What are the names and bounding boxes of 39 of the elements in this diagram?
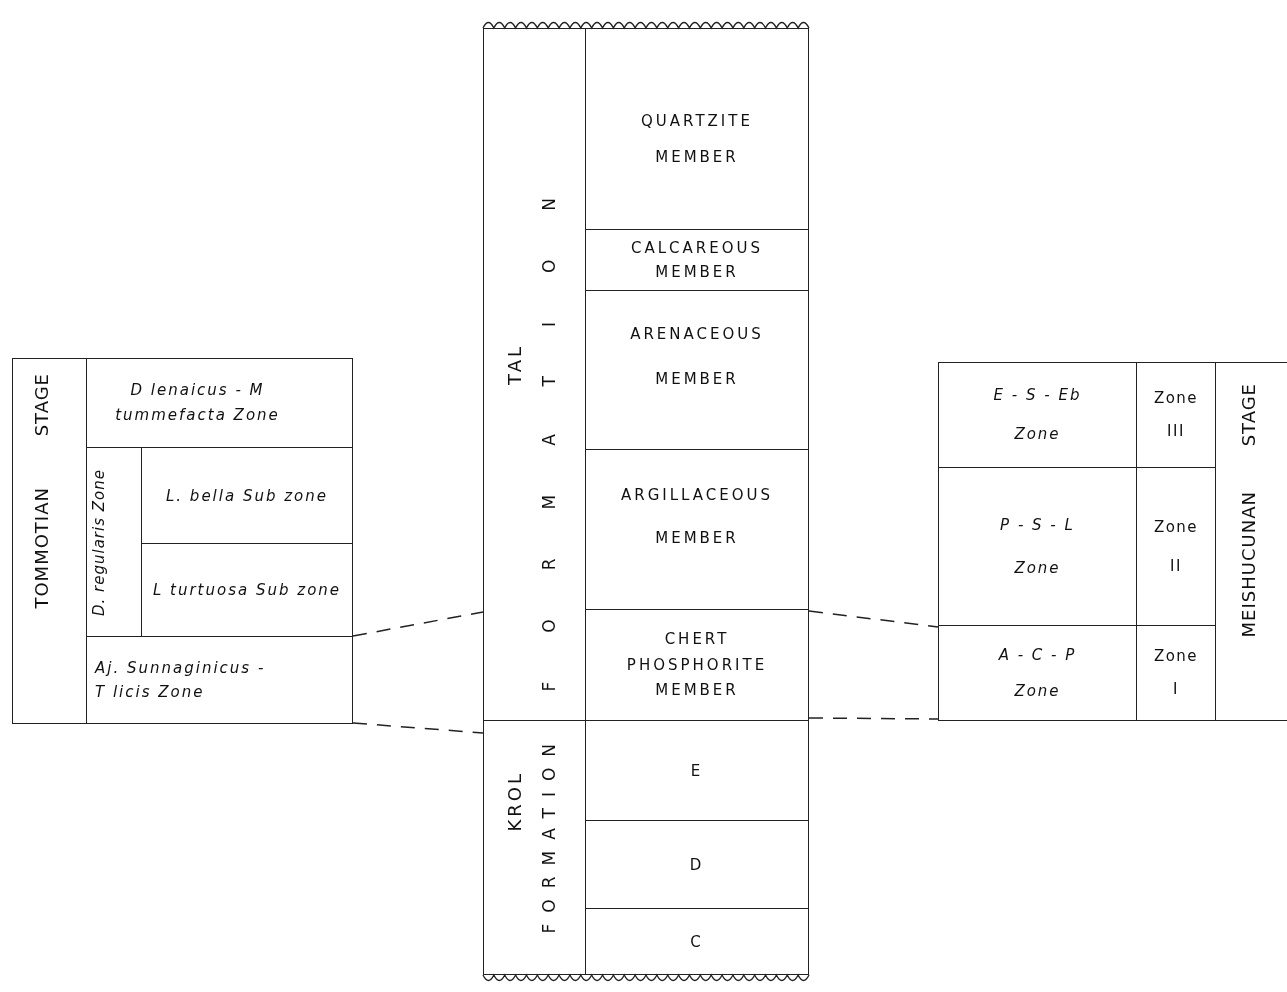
vertical-label: FORMATION	[539, 733, 559, 934]
cell-label: E - S - Eb Zone	[992, 385, 1083, 445]
cell-label: P - S - L Zone	[999, 514, 1076, 579]
cell-label: ARGILLACEOUS MEMBER	[619, 484, 774, 549]
cell-label: E	[689, 760, 705, 782]
correlation-line	[808, 610, 939, 628]
correlation-line	[352, 722, 484, 734]
zone-cell	[86, 636, 353, 724]
cell-label: Zone II	[1152, 516, 1200, 577]
zone-cell	[585, 908, 809, 975]
correlation-line	[808, 717, 939, 720]
zone-cell	[938, 625, 1137, 721]
cell-label: ARENACEOUS MEMBER	[629, 324, 765, 391]
cell-label: D	[688, 854, 706, 876]
formation-band	[483, 720, 586, 975]
stage-band	[1215, 362, 1287, 721]
formation-band	[483, 28, 586, 721]
correlation-line	[352, 611, 484, 637]
cell-label: QUARTZITE MEMBER	[640, 111, 754, 168]
cell-label: Zone I	[1152, 646, 1200, 700]
cell-label: CHERT PHOSPHORITE MEMBER	[625, 628, 769, 701]
zone-cell	[585, 28, 809, 230]
cell-label: L. bella Sub zone	[164, 485, 329, 506]
cell-label: L turtuosa Sub zone	[151, 579, 343, 601]
cell-label: Aj. Sunnaginicus -T licis Zone	[93, 658, 267, 703]
cell-label: A - C - P Zone	[997, 645, 1078, 702]
cell-label: C	[689, 931, 705, 953]
vertical-label: D. regularis Zone	[91, 468, 108, 618]
cell-label: Zone III	[1152, 388, 1200, 442]
vertical-label: TAL	[504, 344, 525, 385]
cell-label: D lenaicus - M tummefacta Zone	[114, 380, 281, 426]
zone-cell	[938, 362, 1137, 468]
vertical-label: FORMATION	[539, 149, 559, 692]
cell-label: CALCAREOUS MEMBER	[629, 238, 764, 283]
stage-band	[12, 358, 87, 724]
zone-cell	[86, 358, 353, 448]
vertical-label: KROL	[504, 771, 525, 832]
vertical-label: MEISHUCUNAN STAGE	[1238, 383, 1259, 638]
vertical-label: TOMMOTIAN STAGE	[31, 373, 52, 609]
